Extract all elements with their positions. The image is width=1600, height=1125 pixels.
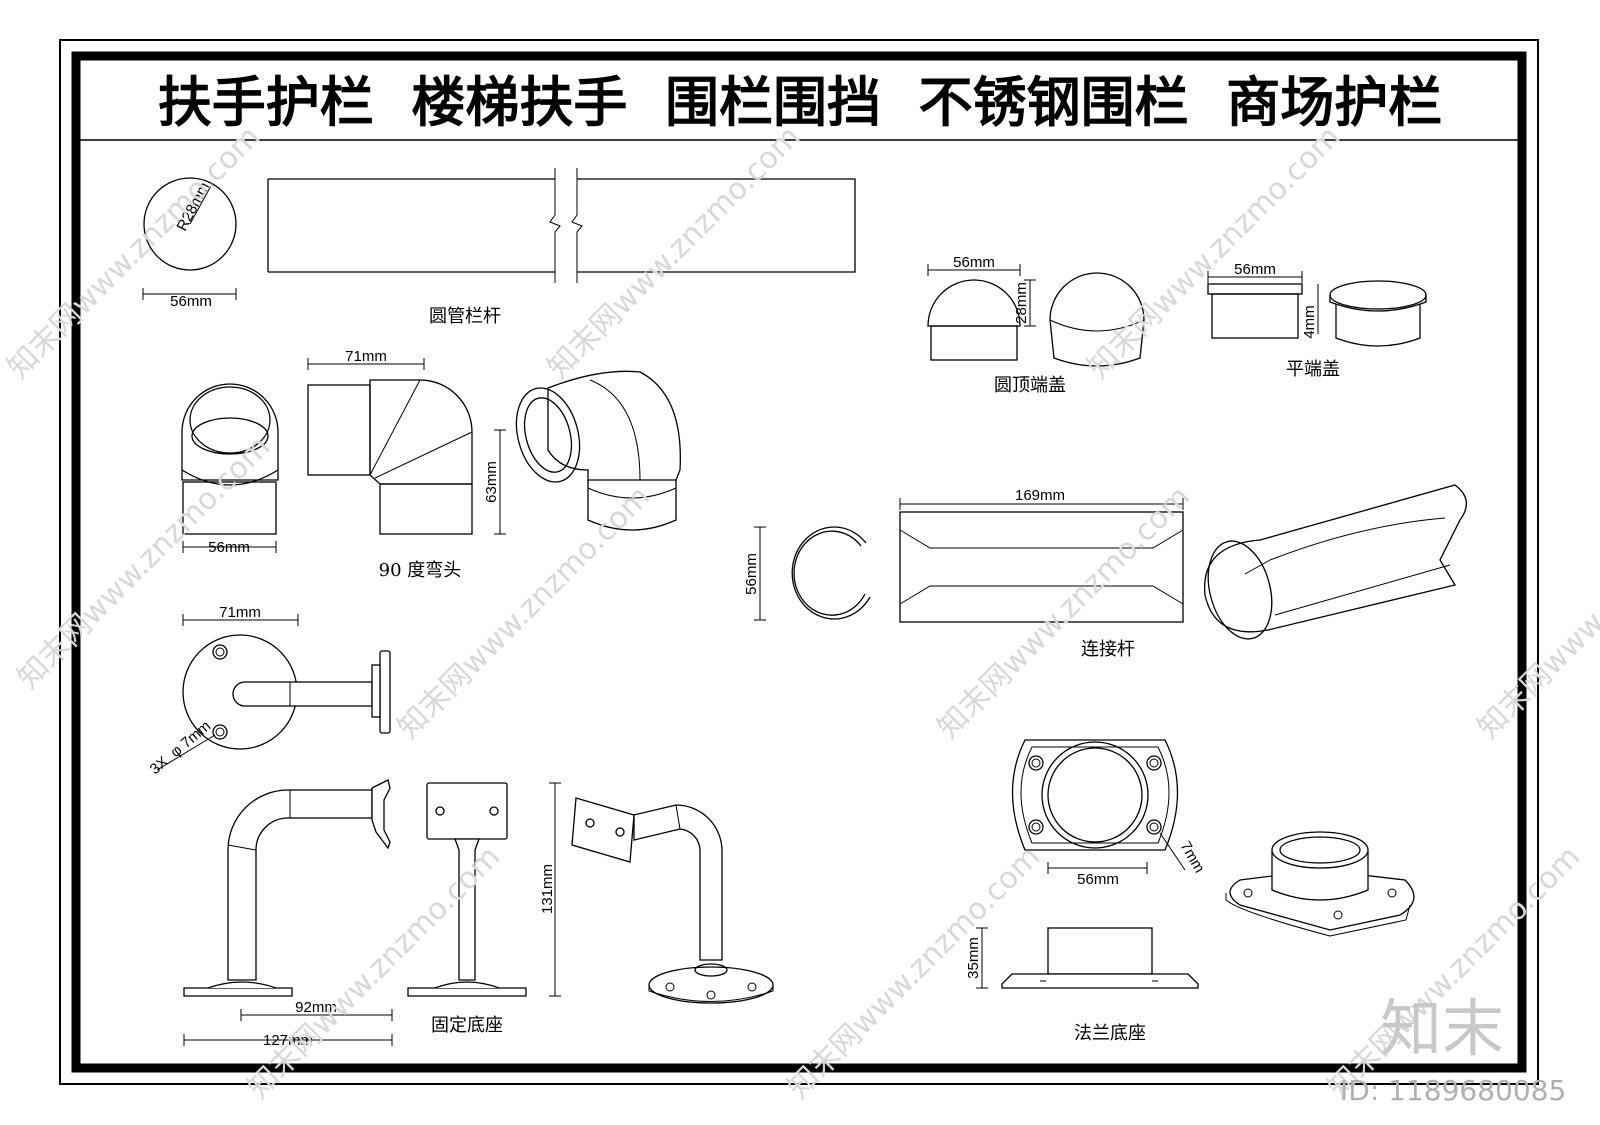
flange-base-drawing: 7mm 56mm 35mm 法兰底座 (965, 739, 1415, 1044)
fixed-base-label: 固定底座 (431, 1015, 503, 1036)
fixed-base-outer-dim: 127mm (263, 1032, 313, 1049)
connector-length-dim: 169mm (1015, 487, 1065, 504)
flange-diameter-dim: 56mm (1077, 871, 1119, 888)
round-tube-width-dim: 56mm (170, 293, 212, 310)
connector-drawing: 56mm 169mm 连接杆 (743, 484, 1467, 660)
dome-cap-label: 圆顶端盖 (994, 375, 1066, 396)
connector-label: 连接杆 (1081, 639, 1135, 660)
fixed-base-drawing: 92mm 127mm 131mm 固定底座 (183, 779, 774, 1049)
watermark-text: 知末网www.znzmo.com (391, 479, 657, 745)
watermark-text: 知末网www.znzmo.com (931, 479, 1197, 745)
watermark-text: 知末网www.znzmo.com (541, 119, 807, 385)
flat-cap-height-dim: 4mm (1301, 305, 1318, 338)
watermark-text: 知末网www.znzmo.com (1471, 479, 1600, 745)
image-id-text: ID: 1189680085 (1340, 1074, 1566, 1107)
flat-cap-label: 平端盖 (1286, 359, 1340, 380)
watermark-text: 知末网www.znzmo.com (11, 429, 277, 695)
elbow-height-dim: 63mm (483, 461, 500, 503)
sheet-frame (59, 39, 1539, 1085)
wall-bracket-drawing: 71mm 3X φ 7mm (147, 604, 391, 779)
flange-base-label: 法兰底座 (1074, 1023, 1146, 1044)
watermark-text: 知末网www.znzmo.com (1, 119, 267, 385)
page-title: 扶手护栏 楼梯扶手 围栏围挡 不锈钢围栏 商场护栏 (158, 71, 1442, 134)
elbow-90-drawing: 56mm 71mm 63mm 90 度弯头 (181, 348, 681, 581)
fixed-base-height-dim: 131mm (539, 864, 556, 914)
elbow-bottom-dim: 56mm (208, 539, 250, 556)
dome-cap-drawing: 56mm 28mm 圆顶端盖 (927, 254, 1145, 396)
wall-bracket-plate-dim: 71mm (219, 604, 261, 621)
connector-diameter-dim: 56mm (743, 553, 760, 595)
round-tube-label: 圆管栏杆 (429, 306, 501, 327)
wall-bracket-holes-dim: 3X φ 7mm (147, 718, 215, 779)
dome-cap-height-dim: 28mm (1013, 282, 1030, 324)
flat-cap-drawing: 56mm 4mm 平端盖 (1207, 261, 1427, 380)
watermark-text: 知末网www.znzmo.com (1081, 119, 1347, 385)
flat-cap-width-dim: 56mm (1234, 261, 1276, 278)
flange-hole-dim: 7mm (1177, 839, 1208, 876)
elbow-label: 90 度弯头 (379, 560, 462, 581)
elbow-top-dim: 71mm (345, 348, 387, 365)
fixed-base-inner-dim: 92mm (295, 999, 337, 1016)
flange-height-dim: 35mm (965, 937, 982, 979)
watermark-logo: 知末 (1380, 992, 1504, 1065)
dome-cap-width-dim: 56mm (953, 254, 995, 271)
